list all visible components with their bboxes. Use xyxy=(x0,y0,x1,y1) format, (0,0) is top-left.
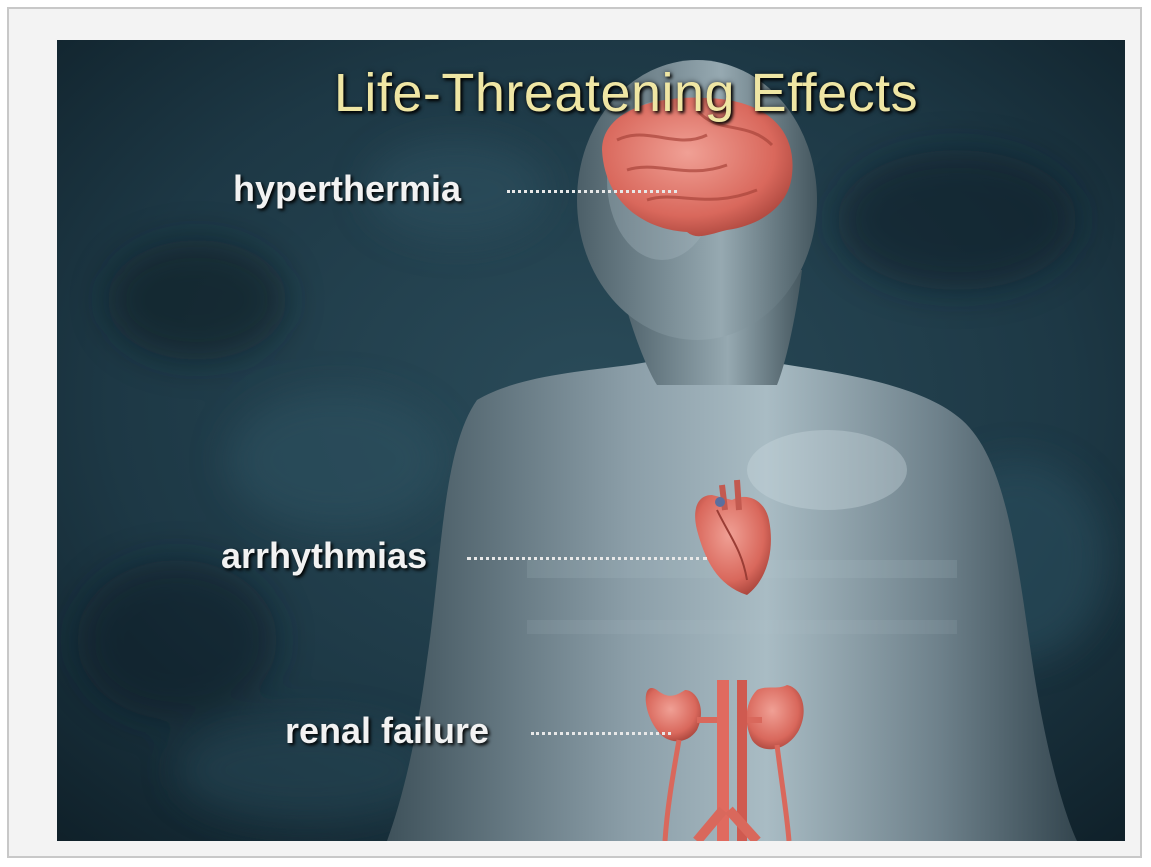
label-arrhythmias: arrhythmias xyxy=(221,535,427,577)
leader-line-hyperthermia xyxy=(507,190,677,193)
label-hyperthermia: hyperthermia xyxy=(233,168,461,210)
leader-line-arrhythmias xyxy=(467,557,707,560)
illustration-canvas: Life-Threatening Effects hyperthermia ar… xyxy=(57,40,1125,841)
label-renal-failure: renal failure xyxy=(285,710,489,752)
leader-line-renal-failure xyxy=(531,732,671,735)
diagram-title: Life-Threatening Effects xyxy=(57,62,1125,124)
image-frame: Life-Threatening Effects hyperthermia ar… xyxy=(7,7,1142,858)
anatomy-illustration xyxy=(57,40,1125,841)
